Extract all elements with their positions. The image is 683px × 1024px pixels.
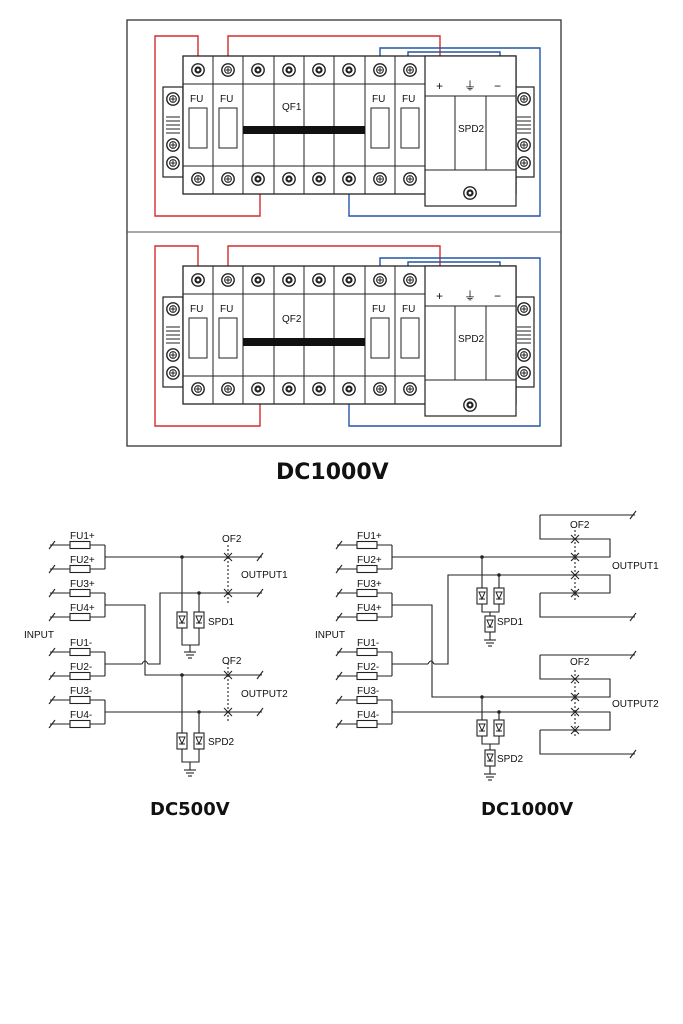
left-fu1-plus: FU1+ [70,531,95,542]
right-fu4-plus: FU4+ [357,603,382,614]
left-output1-label: OUTPUT1 [241,570,288,581]
panel-bottom-breaker-label: QF2 [282,314,302,325]
right-fu4-minus: FU4- [357,710,379,721]
left-fu2-plus: FU2+ [70,555,95,566]
left-fu4-plus: FU4+ [70,603,95,614]
right-fu2-plus: FU2+ [357,555,382,566]
left-input-label: INPUT [24,630,54,641]
panel-caption: DC1000V [276,460,389,485]
panel-top [154,35,541,217]
left-breaker-top-label: OF2 [222,534,242,545]
panel-bottom-plus: + [436,289,443,303]
right-fu3-plus: FU3+ [357,579,382,590]
right-fu1-minus: FU1- [357,638,379,649]
panel-bottom-fu-left-2: FU [220,304,233,315]
panel-bottom-fu-right-1: FU [372,304,385,315]
right-spd1-label: SPD1 [497,617,524,628]
right-breaker-top-label: OF2 [570,520,590,531]
left-fu1-minus: FU1- [70,638,92,649]
right-breaker-bottom-label: OF2 [570,657,590,668]
panel-bottom-ground: ⏚ [464,289,476,303]
left-spd1-label: SPD1 [208,617,235,628]
schematic-right-symbols [335,510,637,781]
left-spd2-label: SPD2 [208,737,235,748]
panel-top-ground: ⏚ [464,79,476,93]
right-input-label: INPUT [315,630,345,641]
panel-top-plus: + [436,79,443,93]
left-output2-label: OUTPUT2 [241,689,288,700]
panel-bottom-fu-right-2: FU [402,304,415,315]
panel-top-fu-right-1: FU [372,94,385,105]
right-spd2-label: SPD2 [497,754,524,765]
left-caption: DC500V [150,799,230,820]
panel-top-fu-left-2: FU [220,94,233,105]
panel-bottom-minus: − [494,289,501,303]
panel-bottom-fu-left-1: FU [190,304,203,315]
panel-top-minus: − [494,79,501,93]
panel-top-breaker-label: QF1 [282,102,302,113]
left-breaker-bottom-label: OF2 [222,656,242,667]
right-fu3-minus: FU3- [357,686,379,697]
schematic-left [50,544,262,770]
panel-top-fu-left-1: FU [190,94,203,105]
panel-top-spd-label: SPD2 [458,124,485,135]
right-output1-label: OUTPUT1 [612,561,659,572]
left-fu2-minus: FU2- [70,662,92,673]
panel-top-fu-right-2: FU [402,94,415,105]
right-fu2-minus: FU2- [357,662,379,673]
right-output2-label: OUTPUT2 [612,699,659,710]
left-fu4-minus: FU4- [70,710,92,721]
panel-bottom-spd-label: SPD2 [458,334,485,345]
panel-bottom [154,245,541,427]
right-caption: DC1000V [481,799,573,820]
schematic-left-symbols [48,540,264,777]
left-fu3-minus: FU3- [70,686,92,697]
left-fu3-plus: FU3+ [70,579,95,590]
right-fu1-plus: FU1+ [357,531,382,542]
